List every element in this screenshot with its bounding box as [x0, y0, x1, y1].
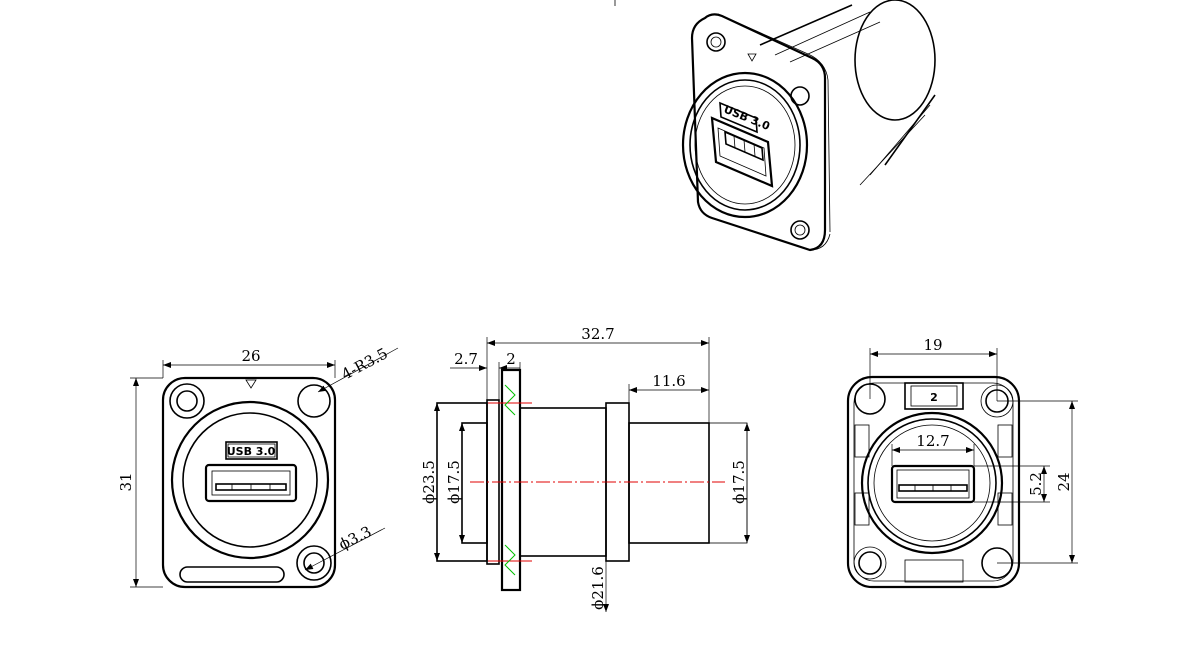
rear-port-height-dim: 5.2 — [1027, 472, 1045, 496]
side-flange-diameter-dim: ϕ23.5 — [420, 460, 438, 504]
side-mid-diameter-dim: ϕ21.6 — [589, 566, 607, 610]
iso-triangle-mark — [747, 53, 757, 62]
front-inner-ring — [182, 412, 318, 548]
front-hole-tr — [297, 384, 331, 418]
front-outer-ring — [170, 400, 330, 560]
rear-usb-port — [890, 464, 976, 504]
front-slot — [179, 566, 285, 583]
iso-usb-port: USB 3.0 — [710, 101, 774, 188]
side-rear-cylinder — [628, 422, 710, 544]
side-gap-dim: 2 — [506, 350, 516, 368]
front-label-text: USB 3.0 — [227, 445, 276, 458]
rear-top-tab — [904, 382, 964, 410]
front-label-box — [225, 441, 278, 460]
rear-marking-text: 2 — [930, 391, 938, 404]
front-flange — [161, 376, 337, 589]
rear-port-width-dim: 12.7 — [916, 432, 949, 450]
rear-outer-ring — [860, 411, 1004, 555]
front-height-dim: 31 — [117, 472, 135, 491]
front-usb-port — [204, 463, 298, 503]
rear-hole-spacing-v-dim: 24 — [1055, 472, 1073, 491]
isometric-view: USB 3.0 — [681, 0, 936, 252]
iso-label-box — [719, 101, 758, 134]
iso-hole-1 — [706, 32, 726, 52]
iso-hole-3 — [790, 220, 810, 240]
front-hole-br — [296, 545, 332, 581]
side-rear-length-dim: 11.6 — [652, 372, 685, 390]
side-view: 32.7 2.7 2 11.6 ϕ23.5 ϕ17.5 ϕ17.5 ϕ21.6 — [420, 325, 750, 612]
front-triangle-mark — [245, 379, 257, 389]
iso-front-ring — [681, 71, 809, 219]
rear-hole-spacing-h-dim: 19 — [923, 336, 942, 354]
side-front-diameter-dim: ϕ17.5 — [445, 460, 463, 504]
front-view: USB 3.0 26 31 4-R3.5 ϕ3.3 — [117, 344, 399, 589]
side-rear-diameter-dim: ϕ17.5 — [730, 460, 748, 504]
rear-view: 2 19 12.7 24 — [846, 336, 1078, 589]
front-radius-dim: 4-R3.5 — [338, 344, 390, 383]
side-length-dim: 32.7 — [581, 325, 614, 343]
rear-flange — [846, 375, 1021, 589]
front-hole-tl — [169, 383, 205, 419]
rear-hole-bl — [858, 551, 882, 575]
side-flange-thickness-dim: 2.7 — [454, 350, 478, 368]
front-width-dim: 26 — [241, 347, 260, 365]
iso-rear-cylinder — [759, 0, 936, 186]
front-hole-dim: ϕ3.3 — [336, 522, 375, 553]
